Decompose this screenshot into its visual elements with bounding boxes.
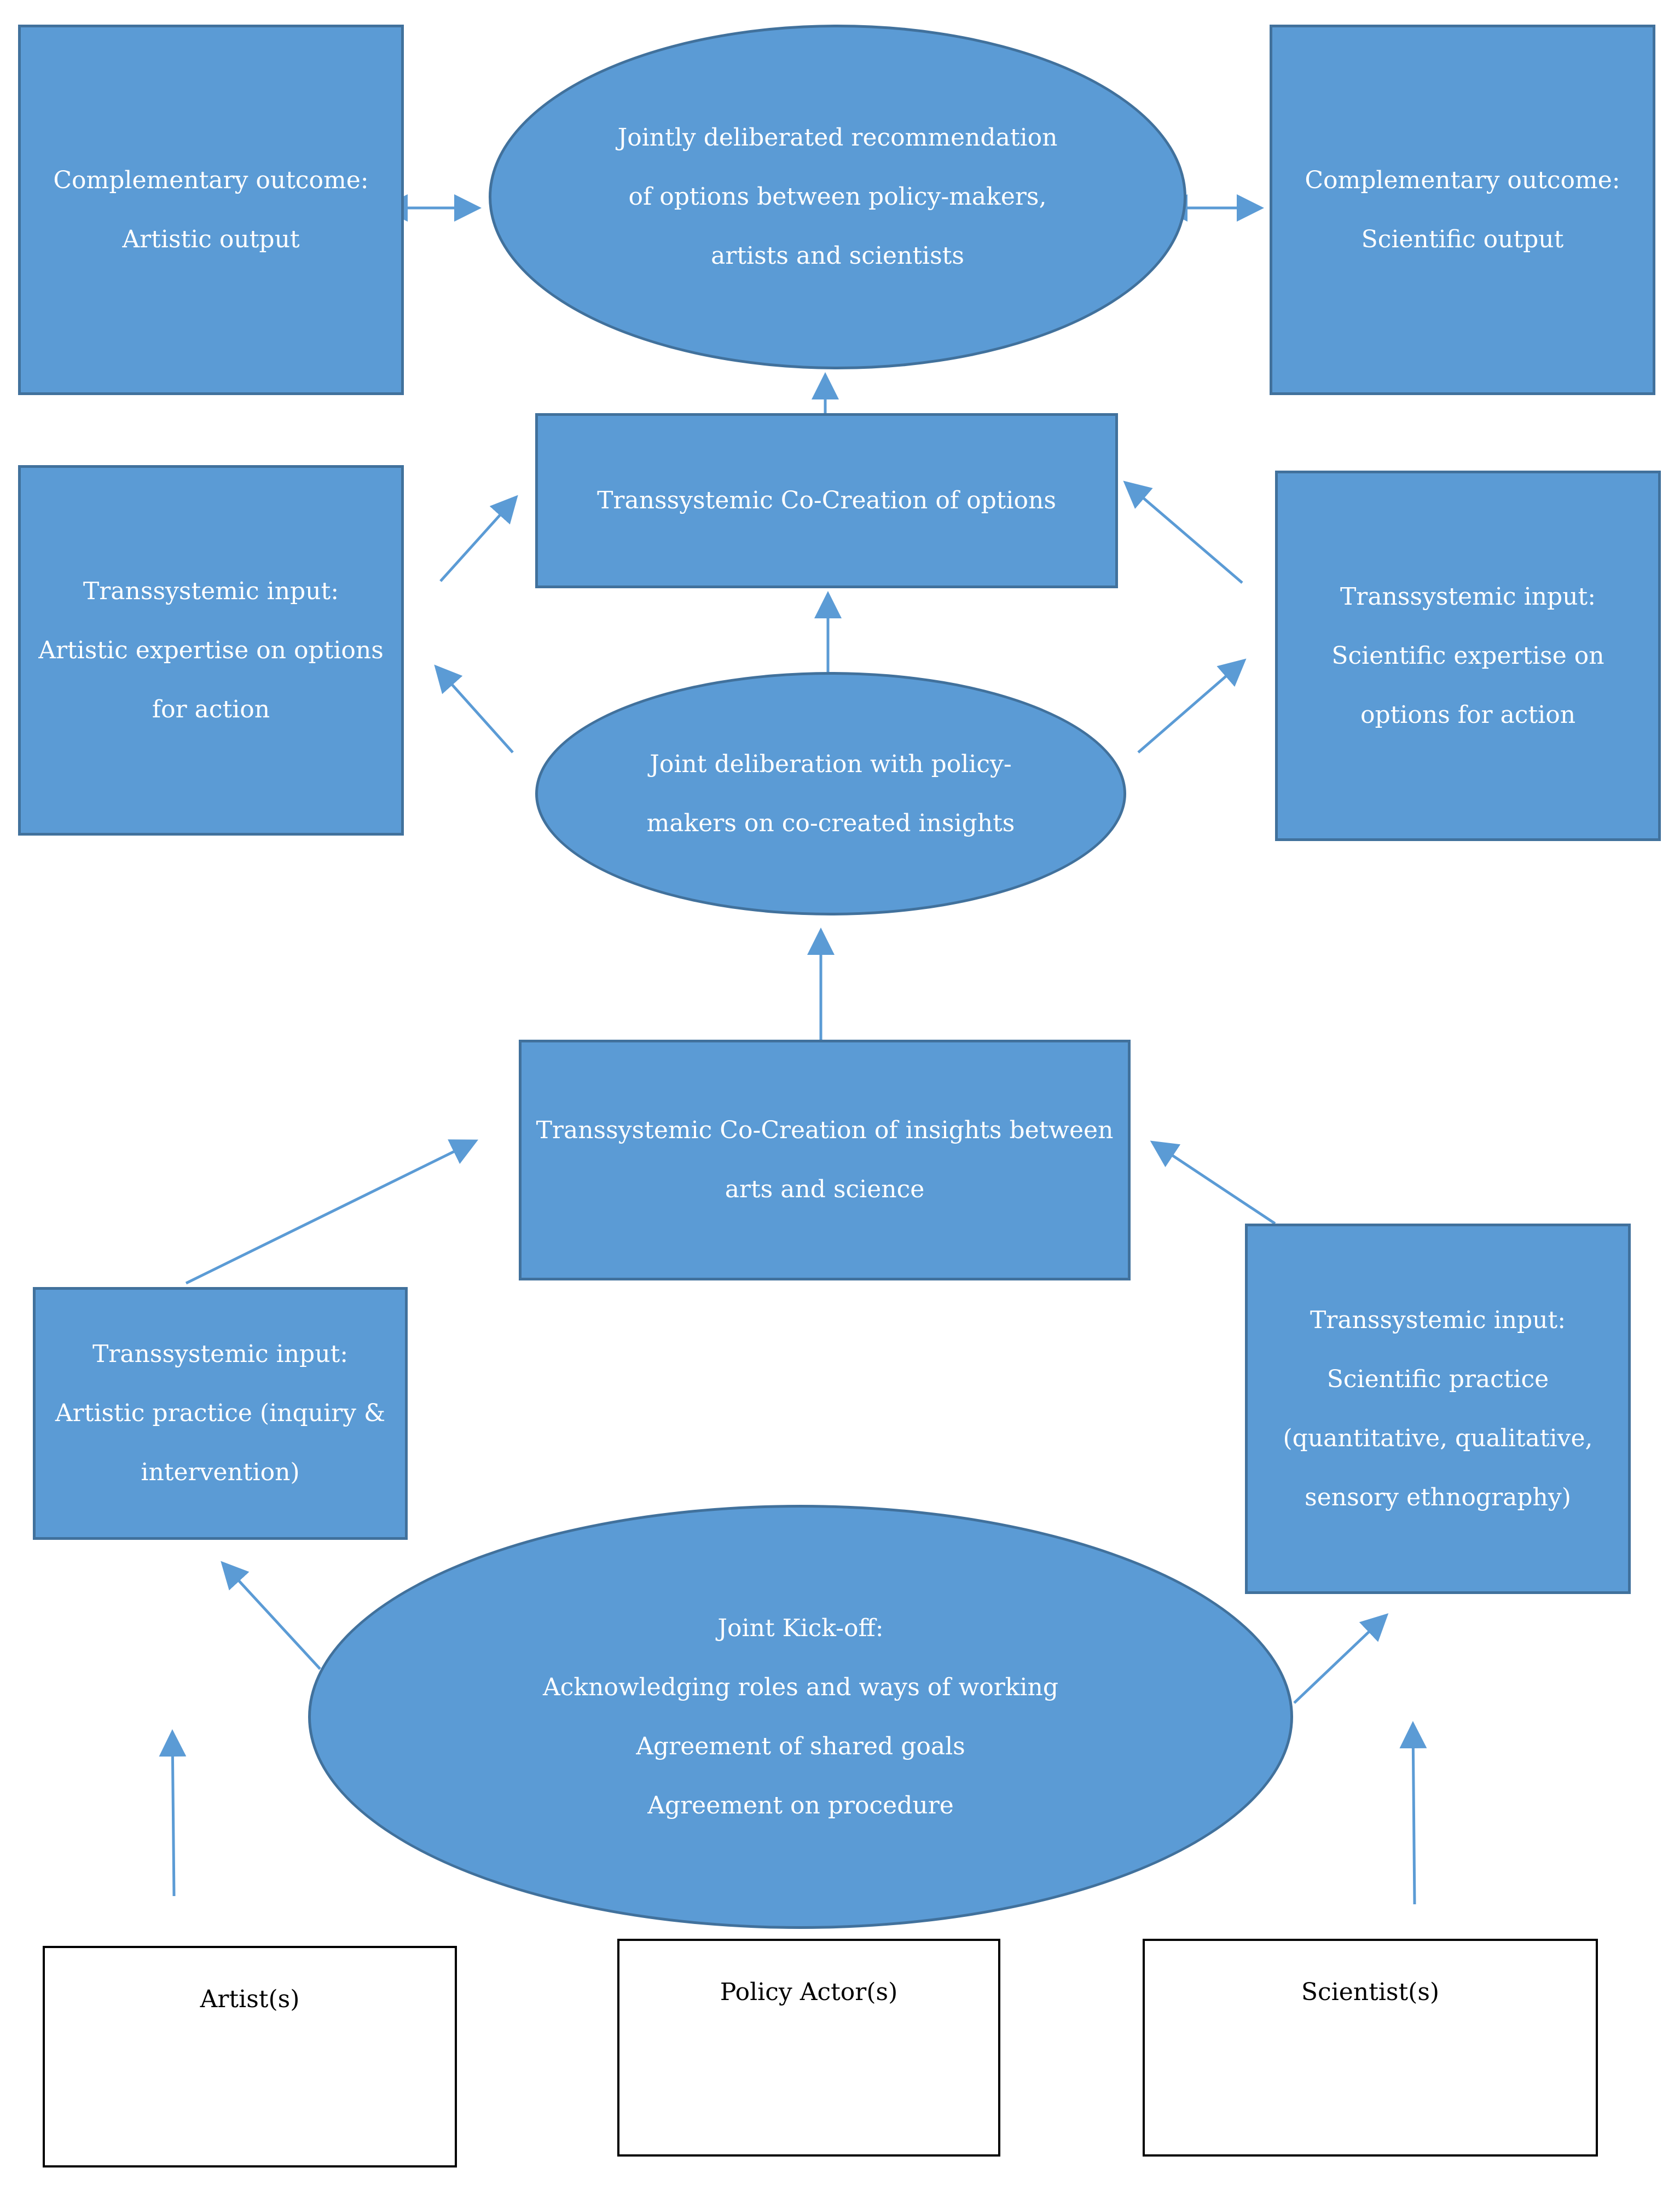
recommendation-ellipse: Jointly deliberated recommendation of opt…	[489, 25, 1186, 369]
node-text-line: Transsystemic input:	[92, 1340, 349, 1368]
actor-policy-text: Policy Actor(s)	[720, 1963, 897, 2022]
cocreation-options-text: Transsystemic Co-Creation of options	[597, 471, 1056, 530]
node-text-line: artists and scientists	[711, 242, 964, 270]
actor-policy-box: Policy Actor(s)	[617, 1939, 1000, 2157]
node-text-line: Agreement on procedure	[647, 1791, 954, 1819]
node-text-line: Scientific practice	[1326, 1365, 1549, 1393]
node-text-line: Artistic output	[122, 225, 300, 253]
arrow-deliberation-to-artistic-expertise	[434, 664, 514, 754]
arrow-scientific-expertise-to-options	[1123, 480, 1243, 584]
cocreation-insights-box: Transsystemic Co-Creation of insights be…	[519, 1040, 1131, 1280]
arrow-artistic-expertise-to-options	[439, 495, 518, 582]
node-text-line: Complementary outcome:	[53, 166, 369, 194]
node-text-line: Artist(s)	[200, 1985, 300, 2013]
outcome-scientific-box: Complementary outcome: Scientific output	[1270, 25, 1655, 395]
arrow-kickoff-to-artistic-practice	[221, 1561, 321, 1670]
artistic-expertise-text: Transsystemic input: Artistic expertise o…	[38, 562, 384, 739]
actor-artists-text: Artist(s)	[200, 1970, 300, 2029]
arrow-kickoff-to-scientific-practice	[1293, 1613, 1389, 1704]
recommendation-text: Jointly deliberated recommendation of opt…	[618, 108, 1058, 286]
cocreation-options-box: Transsystemic Co-Creation of options	[535, 413, 1118, 588]
node-text-line: Acknowledging roles and ways of working	[542, 1673, 1058, 1701]
joint-deliberation-ellipse: Joint deliberation with policy-makers on…	[535, 672, 1126, 915]
joint-kickoff-text: Joint Kick-off: Acknowledging roles and w…	[543, 1599, 1058, 1835]
node-text-line: for action	[152, 695, 270, 723]
outcome-artistic-text: Complementary outcome: Artistic output	[53, 151, 368, 269]
artistic-expertise-box: Transsystemic input: Artistic expertise o…	[18, 465, 404, 836]
node-text-line: Artistic practice (inquiry &	[55, 1399, 386, 1427]
node-text-line: Jointly deliberated recommendation	[617, 124, 1058, 152]
node-text-line: Joint deliberation with policy-	[650, 750, 1012, 778]
scientific-practice-box: Transsystemic input: Scientific practice (…	[1245, 1224, 1631, 1594]
node-text-line: Transsystemic input:	[1310, 1306, 1566, 1334]
cocreation-insights-text: Transsystemic Co-Creation of insights be…	[536, 1101, 1114, 1219]
arrow-artists-up	[159, 1729, 187, 1897]
scientific-expertise-text: Transsystemic input: Scientific expertise…	[1331, 567, 1604, 745]
node-text-line: options for action	[1360, 700, 1576, 729]
node-text-line: Transsystemic Co-Creation of options	[597, 486, 1056, 514]
node-text-line: intervention)	[141, 1458, 300, 1486]
artistic-practice-box: Transsystemic input: Artistic practice (i…	[33, 1287, 408, 1540]
outcome-scientific-text: Complementary outcome: Scientific output	[1305, 151, 1620, 269]
node-text-line: makers on co-created insights	[646, 809, 1015, 837]
arrow-deliberation-to-scientific-expertise	[1137, 658, 1247, 754]
node-text-line: Scientific expertise on	[1331, 641, 1604, 670]
node-text-line: Agreement of shared goals	[636, 1732, 965, 1760]
scientific-practice-text: Transsystemic input: Scientific practice (…	[1283, 1291, 1593, 1527]
actor-scientists-text: Scientist(s)	[1301, 1963, 1439, 2022]
node-text-line: Scientist(s)	[1301, 1978, 1440, 2006]
node-text-line: Scientific output	[1361, 225, 1564, 253]
artistic-practice-text: Transsystemic input: Artistic practice (i…	[55, 1325, 385, 1502]
node-text-line: Transsystemic Co-Creation of insights be…	[536, 1116, 1114, 1144]
node-text-line: arts and science	[725, 1175, 925, 1203]
node-text-line: sensory ethnography)	[1305, 1483, 1571, 1511]
actor-artists-box: Artist(s)	[43, 1946, 457, 2167]
outcome-artistic-box: Complementary outcome: Artistic output	[18, 25, 404, 395]
actor-scientists-box: Scientist(s)	[1143, 1939, 1598, 2157]
arrow-scientists-up	[1399, 1721, 1427, 1905]
node-text-line: (quantitative, qualitative,	[1283, 1424, 1593, 1452]
node-text-line: Transsystemic input:	[83, 577, 339, 605]
node-text-line: Complementary outcome:	[1305, 166, 1620, 194]
joint-deliberation-text: Joint deliberation with policy-makers on…	[647, 735, 1015, 853]
node-text-line: Policy Actor(s)	[720, 1978, 898, 2006]
joint-kickoff-ellipse: Joint Kick-off: Acknowledging roles and w…	[308, 1505, 1293, 1929]
node-text-line: Joint Kick-off:	[717, 1614, 884, 1642]
node-text-line: of options between policy-makers,	[628, 183, 1047, 211]
arrow-scientific-practice-to-insights	[1150, 1140, 1276, 1225]
node-text-line: Artistic expertise on options	[38, 636, 384, 664]
arrow-artistic-practice-to-insights	[185, 1139, 478, 1285]
node-text-line: Transsystemic input:	[1340, 582, 1596, 611]
scientific-expertise-box: Transsystemic input: Scientific expertise…	[1275, 471, 1661, 841]
